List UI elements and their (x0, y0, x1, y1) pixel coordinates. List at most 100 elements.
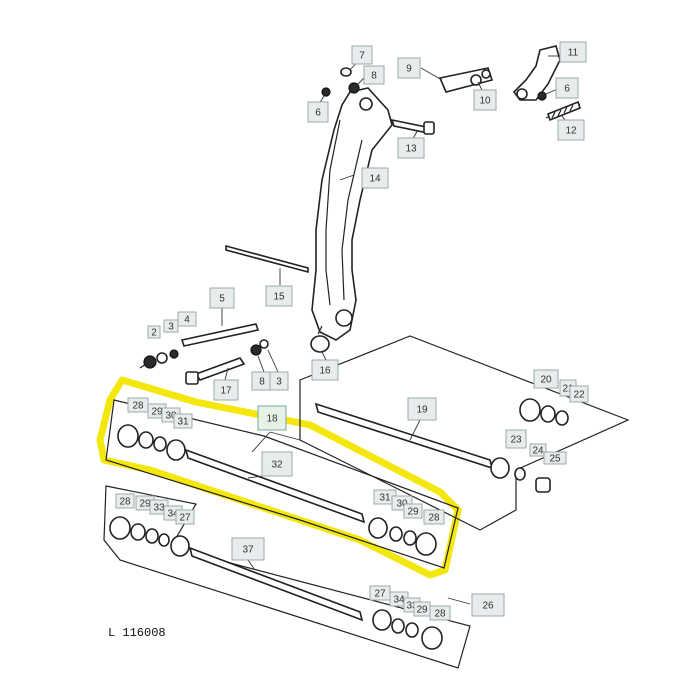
callout-c3b: 3 (269, 371, 289, 391)
callout-box (569, 385, 589, 403)
callout-number: 34 (393, 595, 405, 606)
callout-box (529, 443, 547, 457)
assembly-26-box (103, 485, 471, 669)
callout-c4: 4 (177, 311, 197, 327)
callout-number: 9 (406, 64, 412, 75)
callout-number: 21 (562, 384, 574, 395)
callout-c11: 11 (559, 41, 587, 63)
callout-c27b: 27 (369, 585, 391, 601)
callout-c8b: 8 (251, 371, 273, 391)
highlight-outline (96, 376, 462, 579)
callout-number: 29 (416, 605, 428, 616)
callout-number: 8 (259, 377, 265, 388)
callout-box (115, 493, 135, 509)
callout-number: 28 (434, 609, 446, 620)
callout-c20: 20 (533, 369, 559, 389)
callout-c37: 37 (231, 537, 265, 561)
callout-c25: 25 (543, 451, 567, 465)
callout-box (307, 101, 329, 123)
callout-number: 22 (573, 390, 585, 401)
callout-number: 25 (549, 454, 561, 465)
callout-box (351, 45, 373, 65)
callout-box (173, 413, 193, 429)
callout-number: 16 (319, 366, 331, 377)
callout-box (261, 451, 293, 477)
callout-number: 27 (374, 589, 386, 600)
callout-box (429, 605, 451, 621)
callout-c6b: 6 (555, 77, 579, 99)
callout-number: 30 (396, 499, 408, 510)
callout-box (175, 509, 195, 525)
callout-number: 28 (132, 401, 144, 412)
callout-c14: 14 (361, 167, 389, 189)
callout-c12: 12 (557, 119, 585, 141)
callout-number: 3 (276, 377, 282, 388)
callout-box (269, 371, 289, 391)
callout-number: 12 (565, 126, 577, 137)
callout-number: 29 (139, 499, 151, 510)
callout-c28c: 28 (115, 493, 135, 509)
callout-number: 5 (219, 294, 225, 305)
callout-number: 7 (359, 51, 365, 62)
callout-box (209, 287, 235, 309)
callout-number: 31 (177, 417, 189, 428)
callout-c5: 5 (209, 287, 235, 309)
callout-c3a: 3 (163, 319, 179, 333)
callout-c13: 13 (397, 137, 425, 159)
callout-number: 17 (220, 386, 232, 397)
callout-box (213, 379, 239, 401)
callout-number: 4 (184, 315, 190, 326)
callout-box (257, 405, 287, 431)
assembly-18-box (105, 399, 459, 569)
callout-number: 29 (151, 407, 163, 418)
callout-number: 10 (479, 96, 491, 107)
callout-box (361, 167, 389, 189)
callout-c9: 9 (397, 57, 421, 79)
callout-c23: 23 (505, 429, 527, 449)
callout-c31b: 31 (373, 489, 397, 505)
callout-box (265, 285, 293, 307)
callout-c26: 26 (471, 593, 505, 617)
callout-c22: 22 (569, 385, 589, 403)
callout-number: 23 (510, 435, 522, 446)
callout-box (423, 509, 445, 525)
callout-number: 24 (532, 446, 544, 457)
callout-number: 28 (119, 497, 131, 508)
callout-c27a: 27 (175, 509, 195, 525)
callout-c29b: 29 (403, 503, 423, 519)
lever-arm (311, 87, 393, 341)
callout-number: 30 (165, 411, 177, 422)
callout-number: 20 (540, 375, 552, 386)
callout-number: 14 (369, 174, 381, 185)
callout-c18: 18 (257, 405, 287, 431)
callout-number: 37 (242, 545, 254, 556)
callout-box (397, 57, 421, 79)
rod-15 (225, 244, 309, 274)
callout-box (403, 503, 423, 519)
callout-c32: 32 (261, 451, 293, 477)
callout-box (407, 397, 437, 421)
callout-number: 8 (371, 71, 377, 82)
callout-box (397, 137, 425, 159)
callout-c7: 7 (351, 45, 373, 65)
callout-c17: 17 (213, 379, 239, 401)
callout-number: 34 (167, 509, 179, 520)
knob-16 (310, 325, 330, 353)
callout-number: 28 (428, 513, 440, 524)
callout-box (533, 369, 559, 389)
callout-box (231, 537, 265, 561)
callout-c6a: 6 (307, 101, 329, 123)
callout-number: 33 (406, 601, 418, 612)
assembly-19-box (299, 335, 630, 531)
callout-box (559, 41, 587, 63)
callout-number: 6 (315, 108, 321, 119)
bracket-10 (438, 67, 494, 93)
callout-box (177, 311, 197, 327)
callout-box (543, 451, 567, 465)
callout-c10: 10 (473, 89, 497, 111)
callout-number: 2 (151, 328, 157, 339)
reference-code: L 116008 (108, 626, 166, 640)
arm-11 (512, 45, 561, 101)
